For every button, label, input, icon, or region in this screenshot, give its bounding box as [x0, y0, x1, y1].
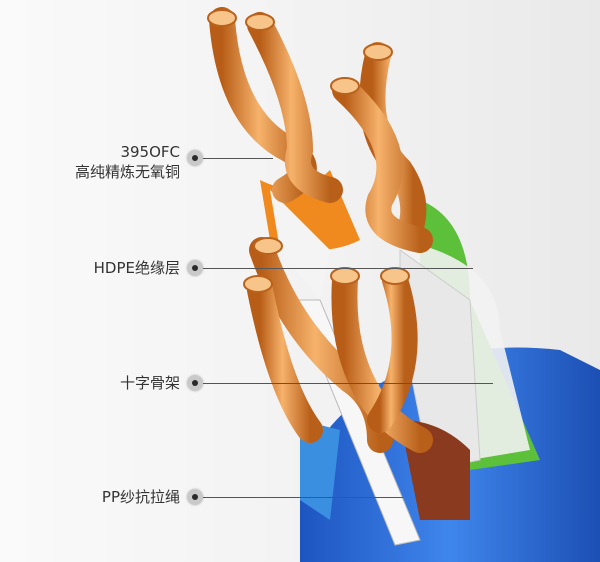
callout-label-pp-yarn: PP纱抗拉绳 [101, 488, 180, 506]
callout-label-cross-separator: 十字骨架 [119, 374, 180, 392]
callout-label-hdpe: HDPE绝缘层 [93, 259, 180, 277]
white-insulation [270, 190, 330, 300]
callout-dot-icon [187, 489, 203, 505]
callout-copper-desc: 高纯精炼无氧铜 [74, 163, 180, 181]
callout-leader-line [203, 497, 403, 498]
blue-insulation [300, 420, 340, 520]
copper-ends [207, 9, 410, 293]
callout-dot-icon [187, 375, 203, 391]
callout-copper-grade: 395OFC [120, 143, 180, 161]
callout-leader-line [203, 158, 273, 159]
callout-dot-icon [187, 260, 203, 276]
copper-wires [209, 7, 433, 453]
callout-dot-icon [187, 150, 203, 166]
callout-leader-line [203, 268, 473, 269]
callout-label-copper: 395OFC 高纯精炼无氧铜 [75, 142, 180, 182]
callout-leader-line [203, 383, 493, 384]
